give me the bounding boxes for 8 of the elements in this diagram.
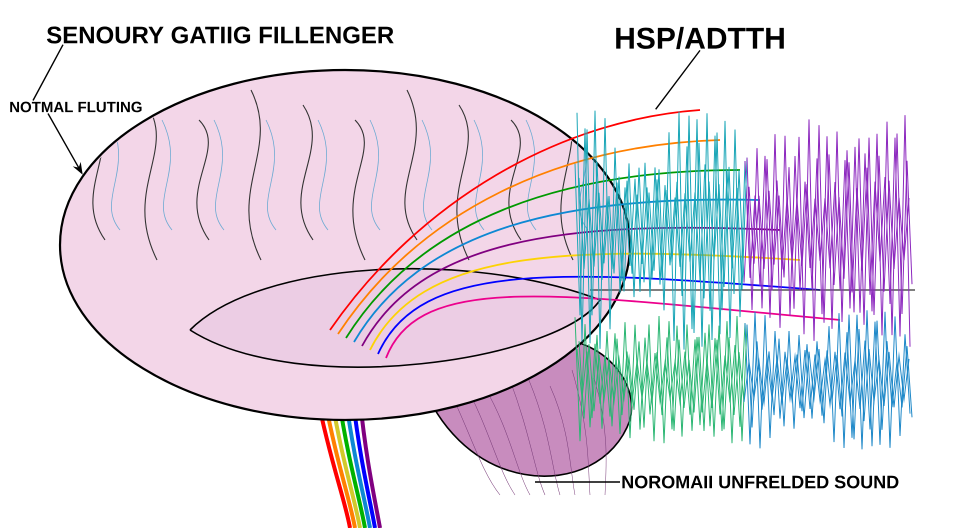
leader-line <box>32 44 64 101</box>
label-text: SENOURY GATIIG FILLENGER <box>46 26 394 44</box>
leader-line <box>535 481 620 483</box>
label-text: NOROMAII UNFRELDED SOUND <box>622 476 898 488</box>
label-text: NOTMAL FLUTING <box>10 102 142 112</box>
label-text: HSP/ADTTH <box>616 26 784 50</box>
leader-line <box>655 50 701 110</box>
waveform-drawing <box>574 110 915 450</box>
